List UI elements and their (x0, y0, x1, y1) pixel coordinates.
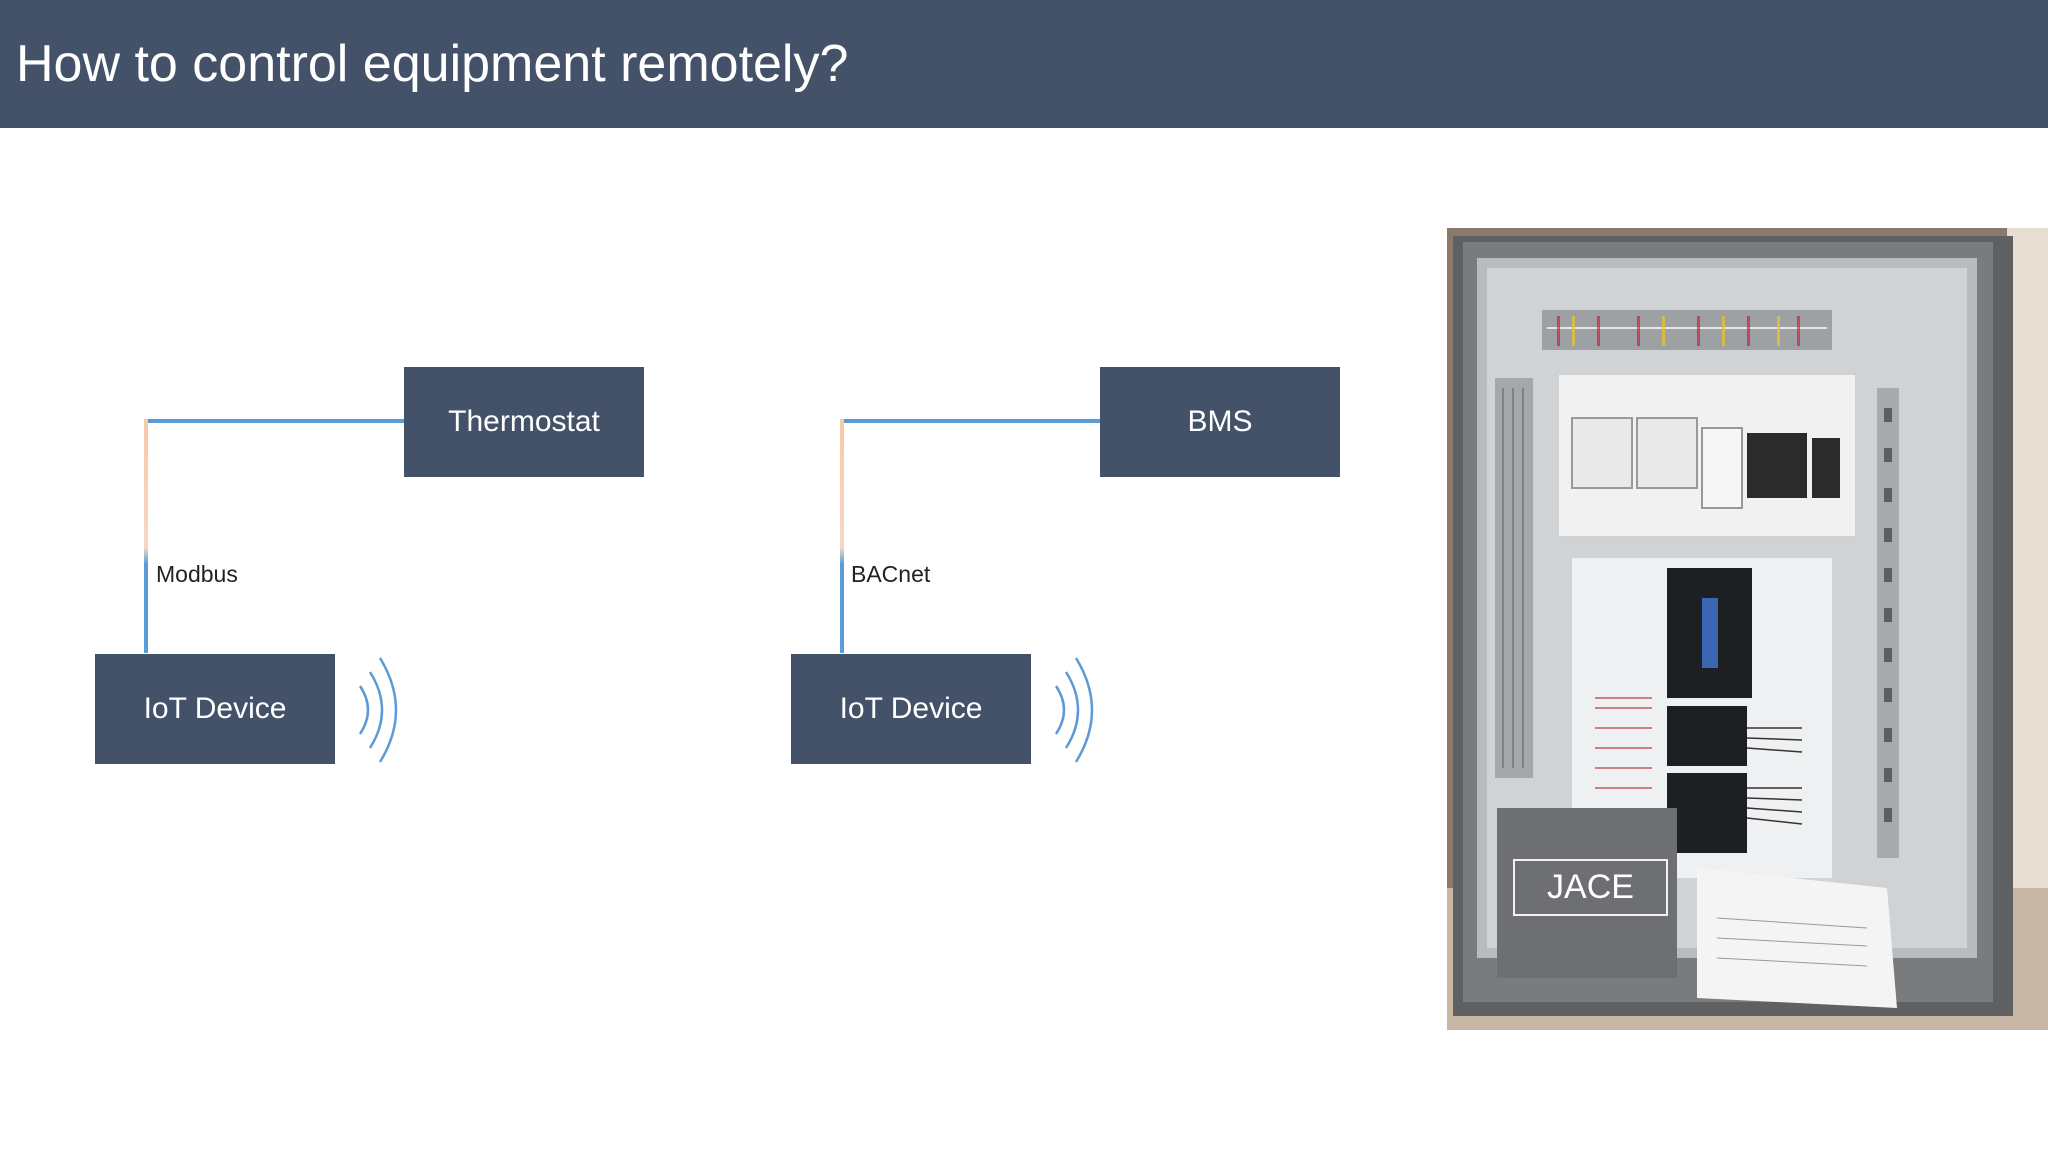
control-panel-photo (1447, 228, 2048, 1030)
wireless-signal-icon (1054, 657, 1094, 763)
iot-device-label: IoT Device (839, 692, 983, 725)
connector-lines (144, 419, 1100, 763)
modbus-label: Modbus (156, 561, 238, 587)
wireless-signal-icon (358, 657, 398, 763)
control-panel-image (1447, 228, 2048, 1030)
bms-label: BMS (1187, 405, 1253, 438)
iot-device-box: IoT Device (791, 654, 1031, 764)
title-bar: How to control equipment remotely? (0, 0, 2048, 128)
thermostat-label: Thermostat (448, 405, 600, 438)
bacnet-label: BACnet (851, 561, 931, 587)
iot-device-box: IoT Device (95, 654, 335, 764)
modbus-connector (144, 419, 404, 653)
bacnet-connector (840, 419, 1100, 653)
diagram-area: Thermostat Modbus IoT Device BMS BACnet … (95, 367, 1340, 764)
thermostat-box: Thermostat (404, 367, 644, 477)
bms-box: BMS (1100, 367, 1340, 477)
jace-callout: JACE (1513, 859, 1668, 916)
slide-title: How to control equipment remotely? (16, 35, 849, 93)
iot-device-label: IoT Device (143, 692, 287, 725)
